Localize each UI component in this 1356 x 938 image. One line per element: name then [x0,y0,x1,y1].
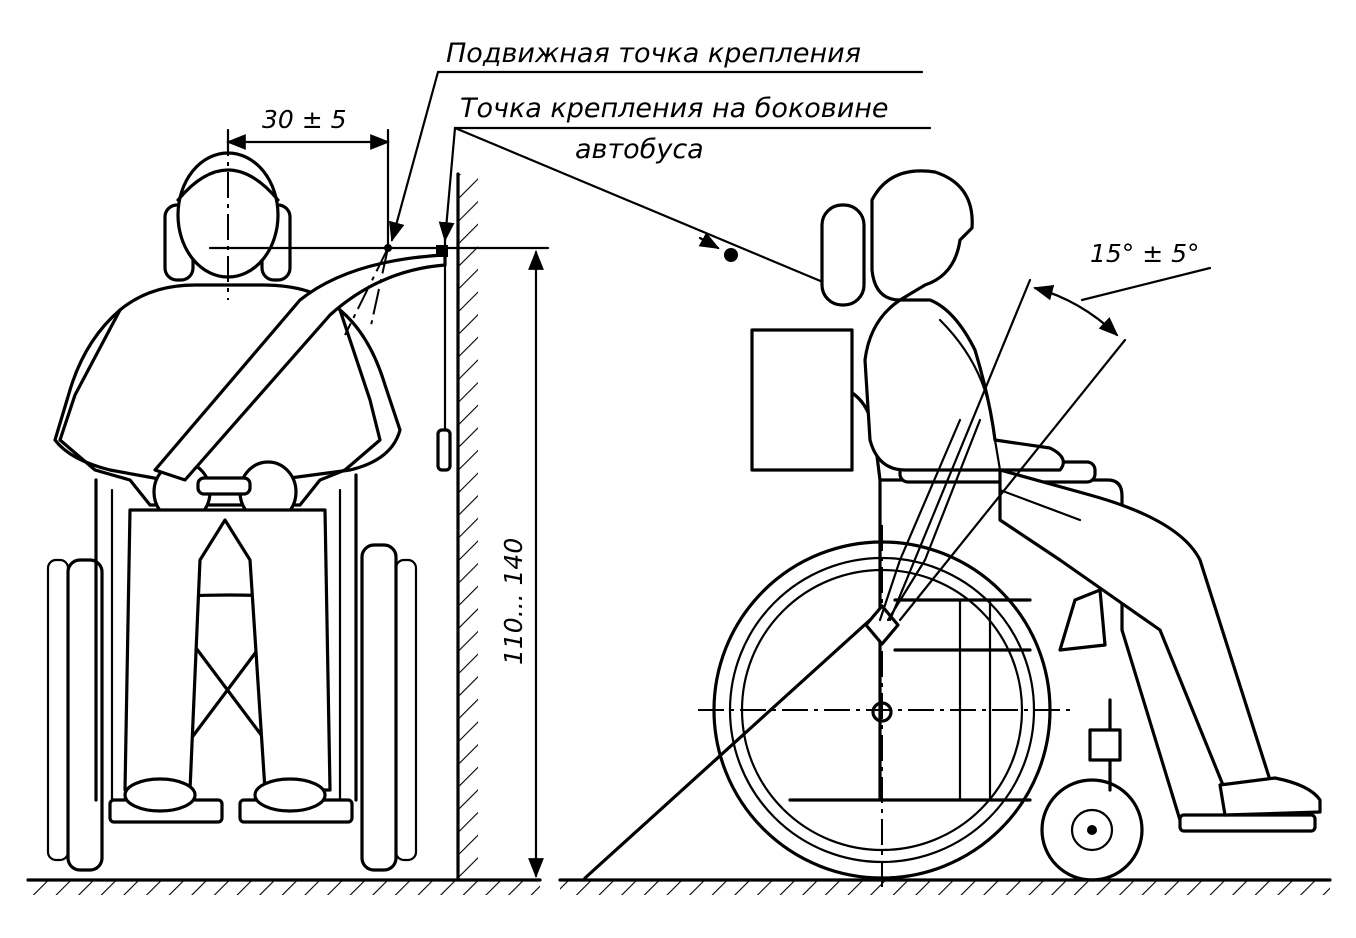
floor-right [558,878,1332,895]
dimension-height-range-text: 110... 140 [499,538,528,665]
label-movable-anchor-text: Подвижная точка крепления [446,38,861,69]
dimension-horizontal-offset: 30 ± 5 [226,105,390,250]
floor-left [26,878,542,895]
dimension-horizontal-offset-text: 30 ± 5 [262,105,347,134]
dimension-belt-angle: 15° ± 5° [888,239,1212,622]
side-person [820,169,1322,817]
dimension-belt-angle-text: 15° ± 5° [1090,239,1200,268]
label-side-anchor: Точка крепления на боковине автобуса [438,93,932,242]
belt-to-wall-anchor [453,126,832,287]
front-wheelchair [46,473,418,872]
dimension-height-range: 110... 140 [499,250,544,878]
label-side-anchor-text-line2: автобуса [575,134,704,165]
bus-side-wall [436,172,478,882]
label-movable-anchor: Подвижная точка крепления [389,38,924,242]
side-anchor-point [436,245,448,257]
side-wheelchair [583,328,1317,890]
belt-adjuster [724,248,738,262]
label-side-anchor-text-line1: Точка крепления на боковине [460,93,889,124]
front-person [53,151,447,813]
